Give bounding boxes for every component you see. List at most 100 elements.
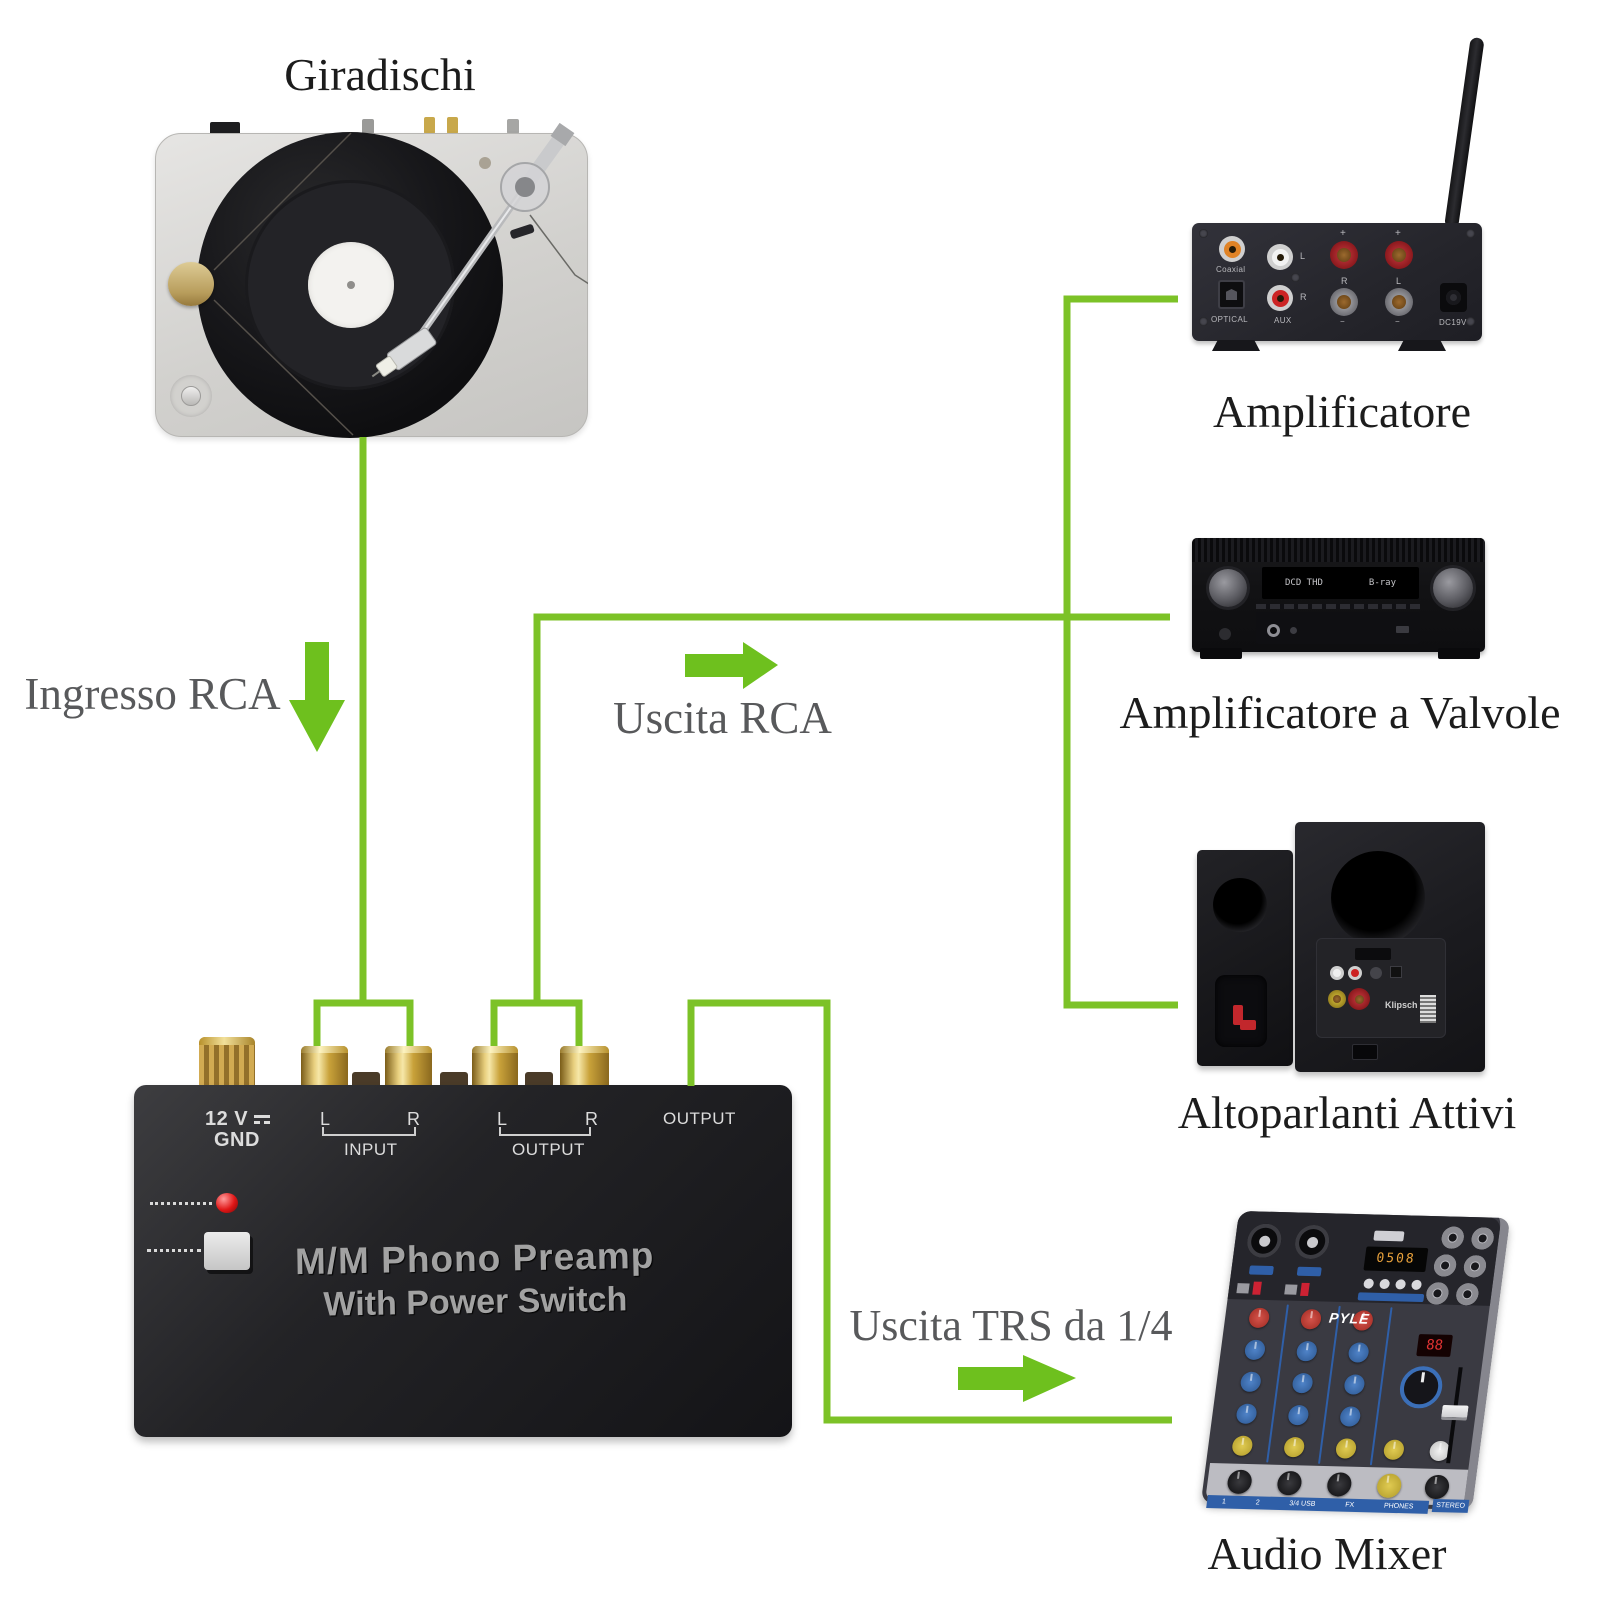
output-right-label: R <box>585 1109 599 1129</box>
screw-icon <box>1466 317 1475 326</box>
turntable-post-icon <box>507 119 519 134</box>
input-label: INPUT <box>344 1140 398 1159</box>
speaker-rca-icon <box>1330 966 1344 980</box>
plus-label: + <box>1340 228 1347 239</box>
receiver-knob-icon <box>1209 569 1247 607</box>
receiver-button-row <box>1256 604 1420 609</box>
red-connector-icon <box>1233 1005 1243 1025</box>
speaker-optical-icon <box>1390 966 1402 978</box>
power-button-icon <box>1219 628 1231 640</box>
speaker-jack-icon <box>1370 967 1382 979</box>
speaker-post-icon <box>1330 288 1358 316</box>
aux-left-label: L <box>1300 251 1306 261</box>
speaker-barcode-icon <box>1420 995 1436 1023</box>
output-right-jack-icon <box>560 1046 609 1088</box>
coaxial-label: Coaxial <box>1216 265 1246 274</box>
amplifier-foot <box>1398 340 1446 351</box>
audio-mixer-label: Audio Mixer <box>1207 1528 1447 1579</box>
turntable-label: Giradischi <box>284 49 476 100</box>
turntable-rca-jack-icon <box>424 117 435 134</box>
dc-symbol-icon <box>254 1115 271 1125</box>
speaker-port-icon <box>1213 878 1267 932</box>
speaker-brand-label: Klipsch <box>1385 1000 1418 1010</box>
amplifier-label: Amplificatore <box>1212 386 1471 437</box>
trs-output-annotation: Uscita TRS da 1/4 <box>849 1301 1173 1350</box>
turntable-gold-knob <box>168 262 214 306</box>
tonearm-icon <box>213 122 588 436</box>
post-left-label: L <box>1396 276 1402 286</box>
aux-right-jack-icon <box>1267 285 1293 311</box>
turntable-to-input-line <box>313 437 414 1046</box>
receiver-foot <box>1438 648 1480 659</box>
power-text: 12 V <box>205 1108 249 1130</box>
output-label: OUTPUT <box>512 1140 585 1159</box>
speaker-binding-post-icon <box>1328 990 1346 1008</box>
receiver-front-panel <box>1256 612 1420 644</box>
receiver-foot <box>1200 648 1242 659</box>
speaker-port-icon <box>1331 851 1425 945</box>
dc-label: DC19V <box>1439 318 1467 327</box>
connector-nub <box>440 1072 468 1088</box>
receiver-display-right: B-ray <box>1368 578 1396 588</box>
ground-post-icon <box>199 1037 255 1089</box>
input-left-label: L <box>320 1109 331 1129</box>
input-right-label: R <box>407 1109 421 1129</box>
speaker-binding-post-icon <box>1348 988 1370 1010</box>
screw-icon <box>1291 273 1300 282</box>
headphone-jack-icon <box>1267 624 1280 637</box>
turntable-rca-jack-icon <box>447 117 458 134</box>
aux-left-jack-icon <box>1267 244 1293 270</box>
optical-port-icon <box>1218 280 1245 309</box>
setup-mic-jack-icon <box>1290 627 1297 634</box>
right-arrow-icon <box>685 642 778 689</box>
aux-label: AUX <box>1274 316 1292 325</box>
speaker-post-icon <box>1385 241 1413 269</box>
rca-input-annotation: Ingresso RCA <box>24 669 281 719</box>
active-speakers-label: Altoparlanti Attivi <box>1177 1087 1517 1138</box>
tube-amplifier-label: Amplificatore a Valvole <box>1119 687 1561 738</box>
usb-port-icon <box>1396 626 1409 633</box>
speaker-switch-icon <box>1355 948 1391 960</box>
spindle <box>347 281 355 289</box>
power-button-icon <box>204 1232 250 1270</box>
power-label: 12 V <box>205 1108 271 1131</box>
screw-icon <box>1466 229 1475 238</box>
optical-label: OPTICAL <box>1211 315 1249 324</box>
dc-jack-icon <box>1440 283 1467 312</box>
receiver-display-left: DCD THD <box>1284 578 1323 588</box>
right-arrow-icon <box>958 1355 1076 1402</box>
turntable-power-switch <box>210 122 240 135</box>
turntable-button <box>181 386 201 406</box>
output-left-label: L <box>497 1109 508 1129</box>
power-led-icon <box>216 1193 238 1213</box>
post-right-label: R <box>1341 276 1348 286</box>
coaxial-jack-icon <box>1219 236 1245 262</box>
input-left-jack-icon <box>301 1046 348 1088</box>
screw-icon <box>1199 317 1208 326</box>
rca-output-annotation: Uscita RCA <box>613 693 832 743</box>
speaker-post-icon <box>1385 288 1413 316</box>
turntable-post-icon <box>362 119 374 134</box>
amplifier-foot <box>1212 340 1260 351</box>
receiver-display: DCD THD B-ray <box>1262 567 1419 599</box>
plus-label: + <box>1395 228 1402 239</box>
speaker-rca-icon <box>1348 966 1362 980</box>
ground-label: GND <box>214 1129 260 1151</box>
minus-label: − <box>1340 317 1346 326</box>
aux-right-label: R <box>1300 292 1307 302</box>
trs-output-line <box>687 999 1172 1424</box>
red-connector-icon <box>1240 1020 1256 1030</box>
output-bracket <box>499 1127 591 1136</box>
screw-icon <box>1199 229 1208 238</box>
connector-nub <box>352 1072 380 1088</box>
input-right-jack-icon <box>385 1046 432 1088</box>
receiver-vent <box>1192 538 1485 562</box>
minus-label: − <box>1395 317 1401 326</box>
trs-output-label: OUTPUT <box>663 1109 736 1128</box>
speaker-post-icon <box>1330 241 1358 269</box>
led-leader-line <box>150 1202 212 1205</box>
input-bracket <box>322 1127 416 1136</box>
receiver-knob-icon <box>1433 568 1473 608</box>
